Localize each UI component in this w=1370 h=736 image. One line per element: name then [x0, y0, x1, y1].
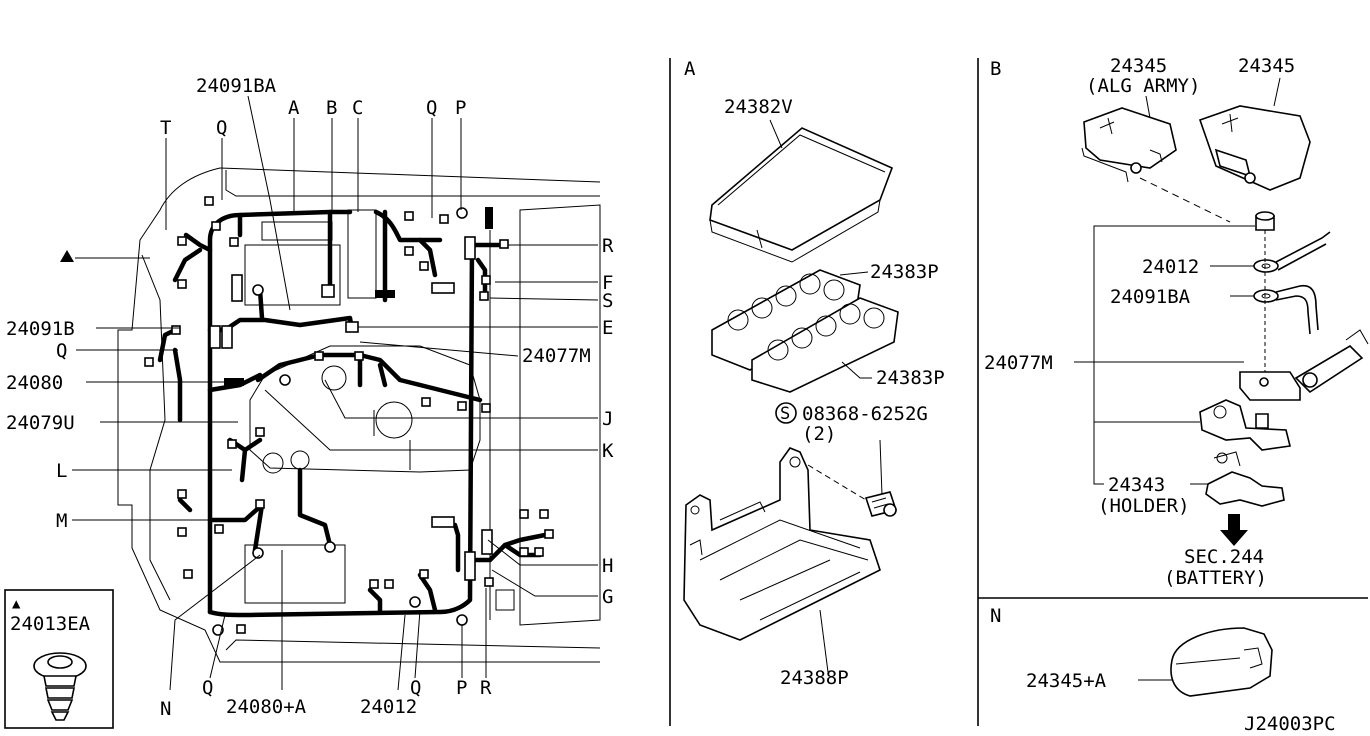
label-24345-alg-army: 24345 — [1110, 55, 1167, 77]
label-P-bottom: P — [456, 677, 467, 699]
screw-symbol-icon — [775, 402, 797, 424]
fuse-block-lower — [751, 297, 899, 393]
label-B-top: B — [326, 97, 337, 119]
panel-B: B 24345 (ALG ARMY) 24345 — [984, 55, 1369, 589]
harness-connectors — [144, 196, 554, 636]
label-battery-note: (BATTERY) — [1164, 567, 1267, 589]
label-24012-B: 24012 — [1142, 256, 1199, 278]
label-24091BA-B: 24091BA — [1110, 286, 1191, 308]
label-holder-note: (HOLDER) — [1098, 495, 1190, 517]
label-24388P: 24388P — [780, 667, 849, 689]
label-24383P-upper: 24383P — [870, 261, 939, 283]
label-A-top: A — [288, 97, 300, 119]
label-24079U: 24079U — [6, 412, 75, 434]
label-Q-bottom: Q — [202, 677, 213, 699]
label-L: L — [56, 460, 67, 482]
label-24012-bottom: 24012 — [360, 696, 417, 718]
main-labels: 24091BA A B C Q P T Q R F S E 24077M J K… — [6, 75, 614, 720]
label-H: H — [602, 555, 613, 577]
nut — [1255, 211, 1275, 231]
label-screw-part: 08368-6252G — [802, 403, 928, 425]
clip-marker: ▲ — [12, 596, 21, 612]
label-C-top: C — [352, 97, 363, 119]
holder-upper — [1199, 399, 1291, 451]
label-Q-bottom2: Q — [410, 677, 421, 699]
label-24383P-lower: 24383P — [876, 367, 945, 389]
label-J: J — [602, 408, 613, 430]
label-24080: 24080 — [6, 372, 63, 394]
diagram-id: J24003PC — [1244, 713, 1336, 735]
label-P-top: P — [455, 97, 466, 119]
label-screw-qty: (2) — [802, 423, 836, 445]
panel-N-title: N — [990, 605, 1001, 627]
label-24091B: 24091B — [6, 318, 75, 340]
terminal-cap-N — [1170, 627, 1273, 697]
screw-symbol: S — [780, 404, 790, 424]
main-leader-lines — [72, 95, 599, 691]
label-M: M — [56, 510, 67, 532]
panel-A-title: A — [684, 58, 696, 80]
arrow-down-icon — [1220, 514, 1248, 546]
ring-terminal-24012 — [1253, 231, 1331, 273]
panel-N: N 24345+A — [990, 605, 1273, 697]
screw-icon — [864, 491, 898, 517]
clip-icon — [33, 652, 87, 721]
label-S: S — [602, 290, 613, 312]
panel-dividers — [669, 58, 1368, 726]
label-24077M-B: 24077M — [984, 352, 1053, 374]
label-R-right: R — [602, 235, 614, 257]
label-T: T — [160, 117, 171, 139]
fuse-cover — [709, 127, 894, 263]
label-R-bottom: R — [480, 677, 492, 699]
battery-terminal-24077M — [1239, 329, 1369, 401]
label-24343: 24343 — [1108, 474, 1165, 496]
label-Q-left: Q — [56, 340, 67, 362]
label-Q-top: Q — [426, 97, 437, 119]
holder-24343 — [1205, 451, 1285, 507]
terminal-cap-alg-army — [1081, 107, 1177, 183]
label-24382V: 24382V — [724, 96, 793, 118]
engine-compartment-outline — [117, 167, 601, 663]
label-E: E — [602, 317, 613, 339]
label-24345-cap: 24345 — [1238, 55, 1295, 77]
clip-callout: ▲ 24013EA — [4, 589, 114, 729]
label-24077M: 24077M — [522, 345, 591, 367]
clip-label: 24013EA — [10, 613, 91, 635]
label-sec-244: SEC.244 — [1184, 546, 1264, 568]
label-G: G — [602, 586, 613, 608]
label-24345A: 24345+A — [1026, 670, 1107, 692]
fuse-bracket — [683, 447, 881, 641]
washer-24091BA — [1253, 284, 1319, 335]
panel-A: A 24382V 24383P 243 — [683, 58, 945, 689]
label-Q-left-top: Q — [216, 117, 227, 139]
label-F: F — [602, 272, 613, 294]
panel-B-title: B — [990, 58, 1001, 80]
triangle-marker-icon — [60, 250, 74, 262]
terminal-cap — [1198, 105, 1311, 191]
label-24080A: 24080+A — [226, 696, 307, 718]
label-alg-army-note: (ALG ARMY) — [1086, 75, 1200, 97]
label-K: K — [602, 440, 614, 462]
label-N: N — [160, 698, 171, 720]
label-24091BA-top: 24091BA — [196, 75, 277, 97]
